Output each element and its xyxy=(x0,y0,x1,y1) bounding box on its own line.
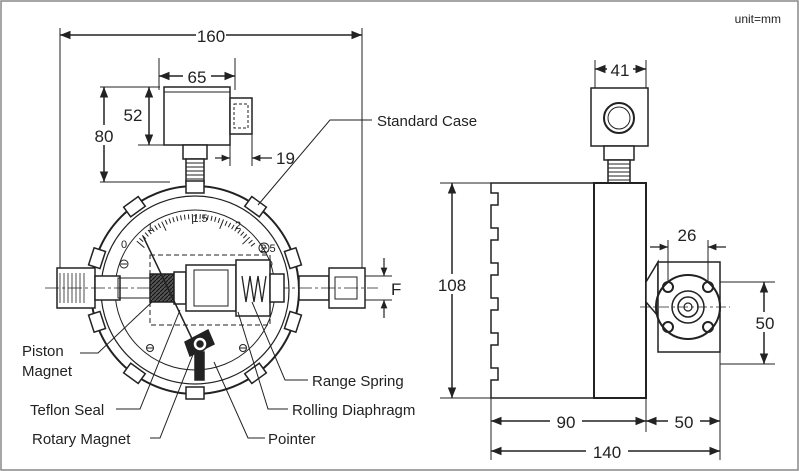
dial-tick xyxy=(144,232,149,237)
dial-tick xyxy=(206,215,209,221)
leader-rolling-diaphragm xyxy=(237,311,288,410)
label-piston: Piston xyxy=(22,343,64,360)
dial-tick xyxy=(227,222,232,228)
dim-total-depth: 140 xyxy=(593,443,621,462)
dial-tick xyxy=(231,224,235,230)
leader-teflon-seal xyxy=(116,309,181,410)
dial-tick xyxy=(217,217,221,224)
leader-range-spring xyxy=(251,301,308,381)
side-body xyxy=(490,182,595,399)
dim-case-height: 80 xyxy=(95,127,114,146)
side-view xyxy=(440,60,775,460)
label-magnet: Magnet xyxy=(22,363,73,380)
piston-magnet xyxy=(149,273,175,303)
dial-tick xyxy=(139,237,144,242)
dial-tick xyxy=(237,229,242,234)
case-bolt-lugs xyxy=(87,180,303,400)
dial-tick xyxy=(203,214,205,220)
dial-scale-labels: 0 1 1.5 2 2.5 xyxy=(121,213,276,255)
dial-label-2: 2 xyxy=(235,220,241,232)
pointer-needle xyxy=(142,235,196,346)
dim-flange-depth: 50 xyxy=(675,413,694,432)
dial-tick xyxy=(234,226,238,232)
dim-body-depth: 90 xyxy=(557,413,576,432)
dial-tick xyxy=(147,229,152,235)
dim-conduit-offset: 19 xyxy=(276,149,295,168)
dim-flange-pitch: 26 xyxy=(678,226,697,245)
dial-tick xyxy=(242,236,251,245)
pointer-stem xyxy=(194,351,205,381)
dial-tick xyxy=(248,239,253,244)
dim-flange-symbol: F xyxy=(391,280,401,299)
dial-label-2-5: 2.5 xyxy=(260,243,275,255)
side-cover xyxy=(593,182,647,399)
label-standard-case: Standard Case xyxy=(377,113,477,130)
range-spring xyxy=(241,275,267,303)
dim-body-height: 108 xyxy=(438,276,466,295)
dial-tick xyxy=(150,227,155,233)
dim-box-height: 52 xyxy=(124,106,143,125)
label-rotary-magnet: Rotary Magnet xyxy=(32,431,131,448)
leader-rotary-magnet xyxy=(150,351,195,439)
side-junction-box xyxy=(590,87,649,147)
dial-tick xyxy=(224,220,228,226)
dial-tick xyxy=(164,219,168,225)
leader-piston-magnet xyxy=(80,301,153,354)
dial-tick xyxy=(210,215,213,221)
dial-tick xyxy=(154,225,158,231)
mechanism-outline xyxy=(149,254,271,326)
dial-tick xyxy=(243,234,248,239)
dial-tick xyxy=(136,240,145,248)
leader-pointer xyxy=(213,361,265,439)
label-pointer: Pointer xyxy=(268,431,316,448)
dim-overall-width: 160 xyxy=(197,27,225,46)
dial-tick xyxy=(250,242,256,247)
dim-box-width: 65 xyxy=(188,68,207,87)
label-range-spring: Range Spring xyxy=(312,373,404,390)
side-box-port xyxy=(603,102,635,134)
unit-label: unit=mm xyxy=(735,12,781,26)
dial-tick xyxy=(172,217,175,223)
dial-scale-ticks xyxy=(136,213,256,248)
dial-tick xyxy=(180,215,182,221)
label-rolling-diaphragm: Rolling Diaphragm xyxy=(292,402,415,419)
dial-label-1-5: 1.5 xyxy=(192,213,207,225)
dial-tick xyxy=(168,218,172,224)
label-teflon-seal: Teflon Seal xyxy=(30,402,104,419)
dial-tick xyxy=(176,216,179,222)
leader-standard-case xyxy=(257,119,372,206)
dial-label-0: 0 xyxy=(121,239,127,251)
conduit-box xyxy=(229,97,253,135)
dim-flange-height: 50 xyxy=(756,314,775,333)
junction-box xyxy=(163,86,231,146)
dial-tick xyxy=(240,231,245,236)
dial-tick xyxy=(214,216,217,222)
dial-tick xyxy=(157,223,162,229)
dial-tick xyxy=(161,221,167,231)
spring-housing xyxy=(235,259,271,317)
dial-tick xyxy=(183,214,186,220)
dim-side-box-width: 41 xyxy=(611,61,630,80)
front-view xyxy=(45,28,392,439)
dial-tick xyxy=(219,219,224,229)
dial-label-1: 1 xyxy=(147,222,153,234)
